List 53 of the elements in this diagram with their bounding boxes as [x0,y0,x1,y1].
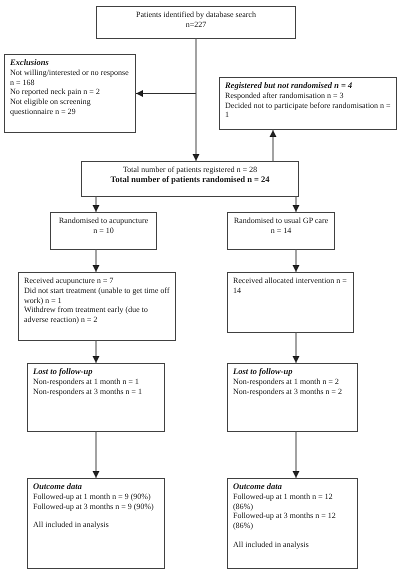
box-text: No reported neck pain n = 2 [10,87,101,98]
box-text: Decided not to participate before randomisation n = 1 [225,100,391,120]
box-text: Patients identified by database search [135,10,257,20]
box-text: All included in analysis [233,540,310,550]
flow-box [18,272,176,341]
box-text: Non-responders at 3 months n = 1 [33,386,143,396]
arrow [92,250,100,272]
box-text: Did not start treatment (unable to get time off work) n = 1 [24,286,170,306]
box-text: Non-responders at 1 month n = 1 [33,376,140,387]
box-text: Received acupuncture n = 7 [24,276,114,286]
box-heading: Lost to follow-up [33,367,94,377]
box-heading: Registered but not randomised n = 4 [225,81,354,91]
arrow [292,332,300,364]
box-heading: Outcome data [33,482,83,492]
flow-box [27,363,165,432]
box-text: Followed-up at 3 months n = 9 (90%) [33,502,155,512]
arrow [292,250,300,272]
flow-box [27,478,165,569]
flow-box [227,272,354,333]
box-text: Responded after randomisation n = 3 [225,90,344,101]
box-text: Followed-up at 1 month n = 9 (90%) [33,492,152,502]
arrow [292,196,300,212]
box-text: Withdrew from treatment early (due to adverse reaction) n = 2 [24,305,149,325]
flow-box [227,363,358,432]
arrow [92,432,100,478]
box-text: Randomised to usual GP care n = 14 [233,216,329,236]
box-text: Total number of patients randomised n = 24 [109,174,271,185]
box-text: All included in analysis [33,520,110,530]
arrow [270,130,276,162]
arrow [136,38,196,97]
box-text: Received allocated intervention n = 14 [233,276,348,296]
box-text: n=227 [184,20,208,30]
box-text: Non-responders at 1 month n = 2 [233,376,340,387]
flow-box [219,77,397,130]
flow-box [227,478,358,569]
flow-box [50,212,157,250]
box-text: Total number of patients registered n = 28 [122,165,258,175]
box-text: Not eligible on screening questionnaire n = 29 [10,97,92,117]
box-text: Not willing/interested or no response n = 168 [10,68,130,88]
box-text: Followed-up at 1 month n = 12 (86%) [233,492,334,512]
arrow [92,340,100,364]
flow-box [4,54,136,133]
box-text: Randomised to acupuncture n = 10 [58,216,150,236]
arrow [92,196,100,212]
flow-box [81,161,299,197]
flow-box [227,212,335,250]
box-heading: Outcome data [233,482,283,492]
arrow [292,432,300,478]
flow-box [96,6,296,39]
box-heading: Exclusions [10,58,50,68]
box-text: Non-responders at 3 months n = 2 [233,386,343,396]
box-text: Followed-up at 3 months n = 12 (86%) [233,511,337,531]
box-heading: Lost to follow-up [233,367,294,377]
